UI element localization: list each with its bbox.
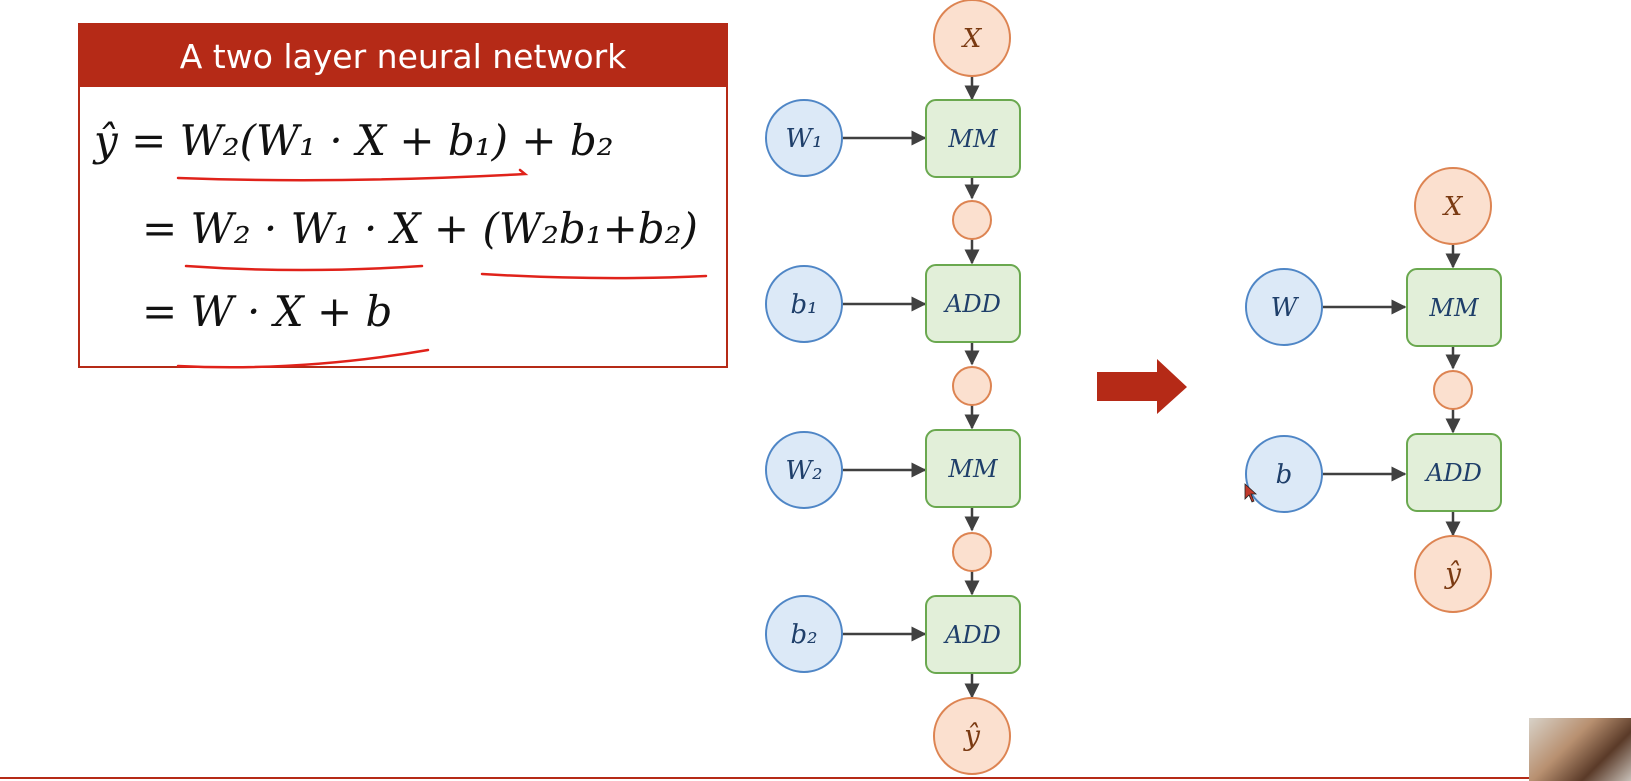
op-node-mm1: MM: [925, 99, 1021, 178]
value-node-2: [952, 366, 992, 406]
value-node-3: [952, 532, 992, 572]
svg-text:X: X: [1442, 192, 1464, 222]
param-node-b2: b₂: [765, 595, 843, 673]
underline-4: [176, 348, 430, 369]
output-node-yhat: ŷ: [933, 697, 1011, 775]
op-node-add2: ADD: [925, 595, 1021, 674]
equation-line-1: ŷ = W₂(W₁ · X + b₁) + b₂: [94, 116, 614, 165]
value-node-1: [952, 200, 992, 240]
right-op-node-add: ADD: [1406, 433, 1502, 512]
right-param-node-w: W: [1245, 268, 1323, 346]
svg-text:MM: MM: [947, 455, 999, 483]
svg-text:W₁: W₁: [785, 124, 822, 154]
input-node-x: X: [933, 0, 1011, 77]
svg-text:W: W: [1271, 293, 1300, 323]
transform-arrow-icon: [1097, 359, 1187, 414]
param-node-w2: W₂: [765, 431, 843, 509]
svg-text:ADD: ADD: [943, 621, 1001, 649]
op-node-mm2: MM: [925, 429, 1021, 508]
svg-text:ŷ: ŷ: [1443, 557, 1462, 590]
underline-3: [480, 272, 708, 280]
param-node-w1: W₁: [765, 99, 843, 177]
equation-title: A two layer neural network: [80, 25, 726, 87]
svg-text:X: X: [961, 24, 983, 54]
webcam-overlay: [1529, 718, 1631, 781]
param-node-b1: b₁: [765, 265, 843, 343]
right-graph-edges: [1323, 245, 1461, 537]
handwritten-underlines: [176, 168, 708, 369]
equation-panel: A two layer neural network ŷ = W₂(W₁ · X…: [78, 23, 728, 368]
svg-text:b: b: [1276, 460, 1293, 490]
svg-text:b₂: b₂: [790, 620, 817, 650]
underline-1: [176, 168, 529, 182]
right-graph-nodes: X W MM b ADD ŷ: [1245, 167, 1502, 613]
svg-text:ADD: ADD: [943, 290, 1001, 318]
slide-bottom-border: [0, 777, 1631, 779]
svg-text:ADD: ADD: [1424, 459, 1482, 487]
svg-text:ŷ: ŷ: [962, 719, 981, 752]
underline-2: [184, 264, 424, 272]
svg-text:b₁: b₁: [790, 290, 817, 320]
mouse-cursor-icon: [1244, 483, 1258, 503]
svg-text:W₂: W₂: [785, 456, 822, 486]
svg-text:MM: MM: [1428, 294, 1480, 322]
right-op-node-mm: MM: [1406, 268, 1502, 347]
left-graph-nodes: X W₁ MM b₁ ADD W₂ MM b₂: [765, 0, 1021, 775]
equation-line-2: = W₂ · W₁ · X + (W₂b₁+b₂): [142, 204, 698, 253]
op-node-add1: ADD: [925, 264, 1021, 343]
svg-text:MM: MM: [947, 125, 999, 153]
right-input-node-x: X: [1414, 167, 1492, 245]
right-output-node-yhat: ŷ: [1414, 535, 1492, 613]
right-param-node-b: b: [1245, 435, 1323, 513]
right-value-node: [1433, 370, 1473, 410]
equation-line-3: = W · X + b: [142, 287, 393, 336]
left-graph-edges: [843, 77, 980, 699]
